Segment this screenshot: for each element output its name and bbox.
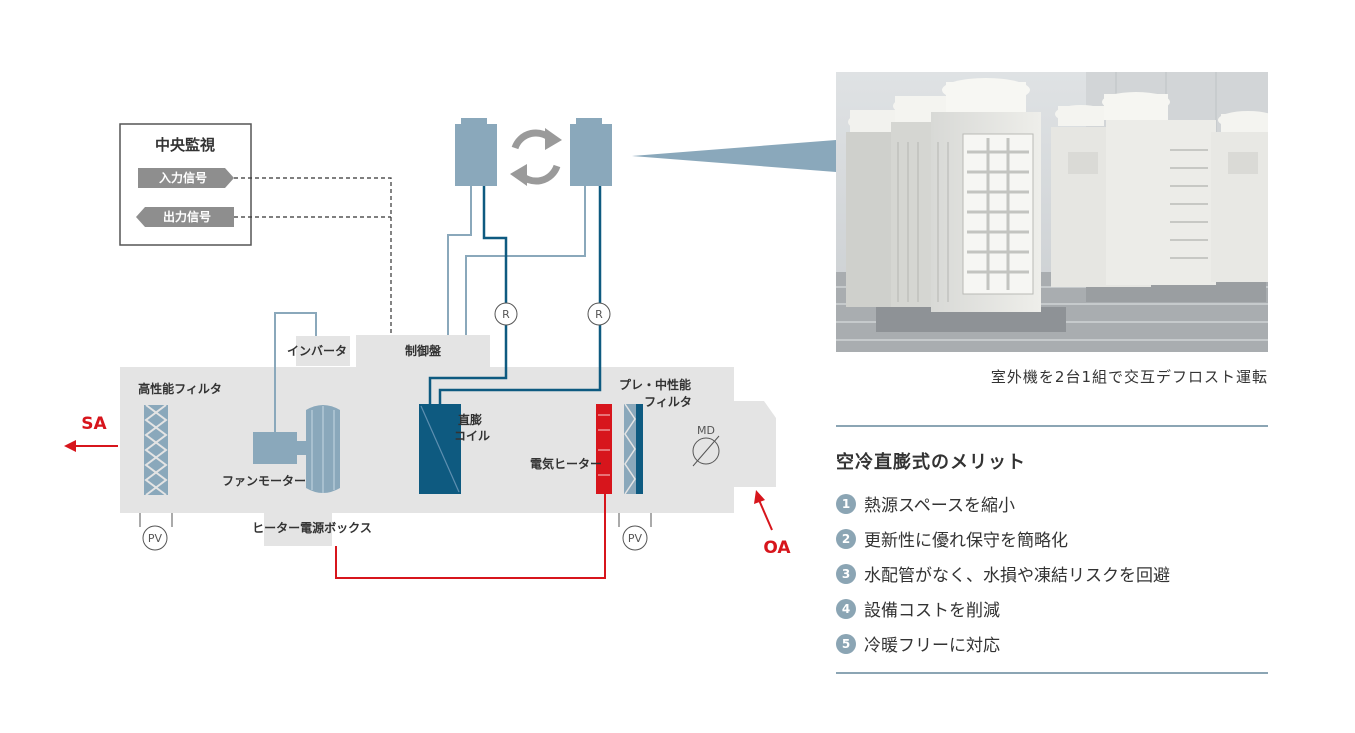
merit-number-badge: 1 (836, 493, 856, 514)
merits-list: 1 熱源スペースを縮小 2 更新性に優れ保守を簡略化 3 水配管がなく、水損や凍… (836, 486, 1170, 661)
merit-number-badge: 2 (836, 528, 856, 549)
control-wiring (274, 186, 586, 432)
fan-motor-label: ファンモーター (222, 474, 306, 488)
control-panel-box (356, 335, 490, 367)
electric-heater-label: 電気ヒーター (530, 456, 602, 471)
merit-text: 更新性に優れ保守を簡略化 (864, 531, 1068, 551)
outdoor-unit-left (455, 118, 497, 186)
merit-item: 5 冷暖フリーに対応 (836, 626, 1170, 661)
central-monitoring-title: 中央監視 (155, 136, 215, 154)
dx-coil (419, 404, 461, 494)
high-performance-filter (144, 404, 168, 496)
merits-title: 空冷直膨式のメリット (836, 452, 1026, 473)
electric-heater (596, 404, 612, 494)
outdoor-unit-right (570, 118, 612, 186)
oa-label: OA (763, 538, 791, 558)
outdoor-units-photo (836, 72, 1268, 352)
pv-sensor-left: PV (139, 513, 173, 551)
merit-text: 熱源スペースを縮小 (864, 496, 1015, 516)
sa-arrow (64, 440, 118, 452)
control-panel-label: 制御盤 (405, 343, 442, 358)
pre-filter-label-2: フィルタ (644, 395, 692, 409)
valve-r-right-label: R (595, 308, 603, 321)
merit-item: 2 更新性に優れ保守を簡略化 (836, 521, 1170, 556)
photo-caption: 室外機を2台1組で交互デフロスト運転 (990, 368, 1268, 386)
fan-motor (253, 405, 340, 493)
divider-top (836, 425, 1268, 427)
input-signal-label: 入力信号 (159, 170, 207, 185)
merit-number-badge: 3 (836, 563, 856, 584)
pv-sensor-right: PV (618, 513, 652, 551)
sa-label: SA (81, 414, 107, 434)
merit-text: 冷暖フリーに対応 (864, 636, 1000, 656)
high-performance-filter-label: 高性能フィルタ (138, 381, 222, 396)
refrigerant-valve-left: R (494, 302, 518, 326)
merit-item: 4 設備コストを削減 (836, 591, 1170, 626)
inverter-label: インバータ (287, 344, 347, 358)
oa-inlet-hood (734, 401, 776, 487)
central-monitoring-box: 中央監視 入力信号 出力信号 (119, 123, 252, 246)
merit-number-badge: 4 (836, 598, 856, 619)
merit-item: 3 水配管がなく、水損や凍結リスクを回避 (836, 556, 1170, 591)
pre-medium-filter (624, 403, 643, 495)
md-label: MD (697, 424, 715, 437)
output-signal-label: 出力信号 (163, 209, 211, 224)
pre-filter-label-1: プレ・中性能 (619, 377, 691, 392)
merit-number-badge: 5 (836, 633, 856, 654)
output-signal-tag: 出力信号 (136, 207, 234, 227)
photo-pointer (632, 140, 836, 172)
dx-coil-label-2: コイル (454, 429, 490, 443)
merit-text: 設備コストを削減 (864, 601, 1000, 621)
dx-coil-label-1: 直膨 (458, 412, 482, 427)
merit-text: 水配管がなく、水損や凍結リスクを回避 (864, 566, 1170, 586)
input-signal-tag: 入力信号 (138, 168, 234, 188)
pv-right-label: PV (628, 532, 643, 545)
heater-power-wire (335, 494, 606, 579)
heater-power-box-label: ヒーター電源ボックス (252, 520, 372, 535)
refrigerant-valve-right: R (587, 302, 611, 326)
oa-arrow (754, 490, 773, 531)
heater-power-box (264, 513, 332, 546)
inverter-box (296, 336, 350, 366)
signal-lines (234, 177, 392, 335)
valve-r-left-label: R (502, 308, 510, 321)
pv-left-label: PV (148, 532, 163, 545)
divider-bottom (836, 672, 1268, 674)
merit-item: 1 熱源スペースを縮小 (836, 486, 1170, 521)
motor-damper (692, 435, 720, 467)
